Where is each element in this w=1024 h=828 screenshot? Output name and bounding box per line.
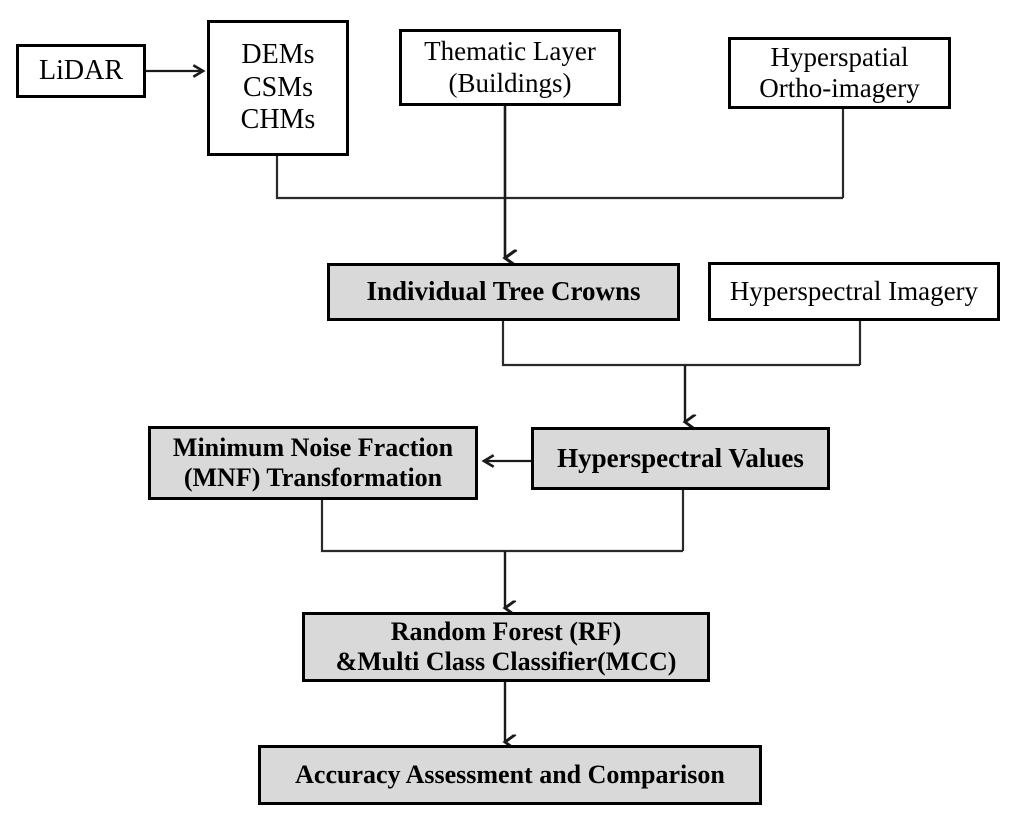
node-hyperspectral-values[interactable]: Hyperspectral Values <box>531 427 830 490</box>
edge-mnf-to-merge-bus <box>320 500 683 553</box>
node-lidar[interactable]: LiDAR <box>16 44 146 98</box>
edge-dems-to-merge-bus <box>275 155 843 200</box>
node-individual-tree-crowns[interactable]: Individual Tree Crowns <box>327 263 680 321</box>
edge-tree-crowns-to-merge-bus <box>501 320 860 367</box>
node-dems-csms-chms[interactable]: DEMs CSMs CHMs <box>207 20 349 156</box>
node-random-forest-mcc[interactable]: Random Forest (RF) &Multi Class Classifi… <box>302 612 710 682</box>
node-hyperspatial-ortho-imagery[interactable]: Hyperspatial Ortho-imagery <box>728 37 951 109</box>
node-hyperspectral-imagery[interactable]: Hyperspectral Imagery <box>708 262 1000 321</box>
node-thematic-layer[interactable]: Thematic Layer (Buildings) <box>399 29 621 106</box>
node-mnf-transformation[interactable]: Minimum Noise Fraction (MNF) Transformat… <box>148 426 478 500</box>
node-accuracy-assessment[interactable]: Accuracy Assessment and Comparison <box>258 745 762 805</box>
